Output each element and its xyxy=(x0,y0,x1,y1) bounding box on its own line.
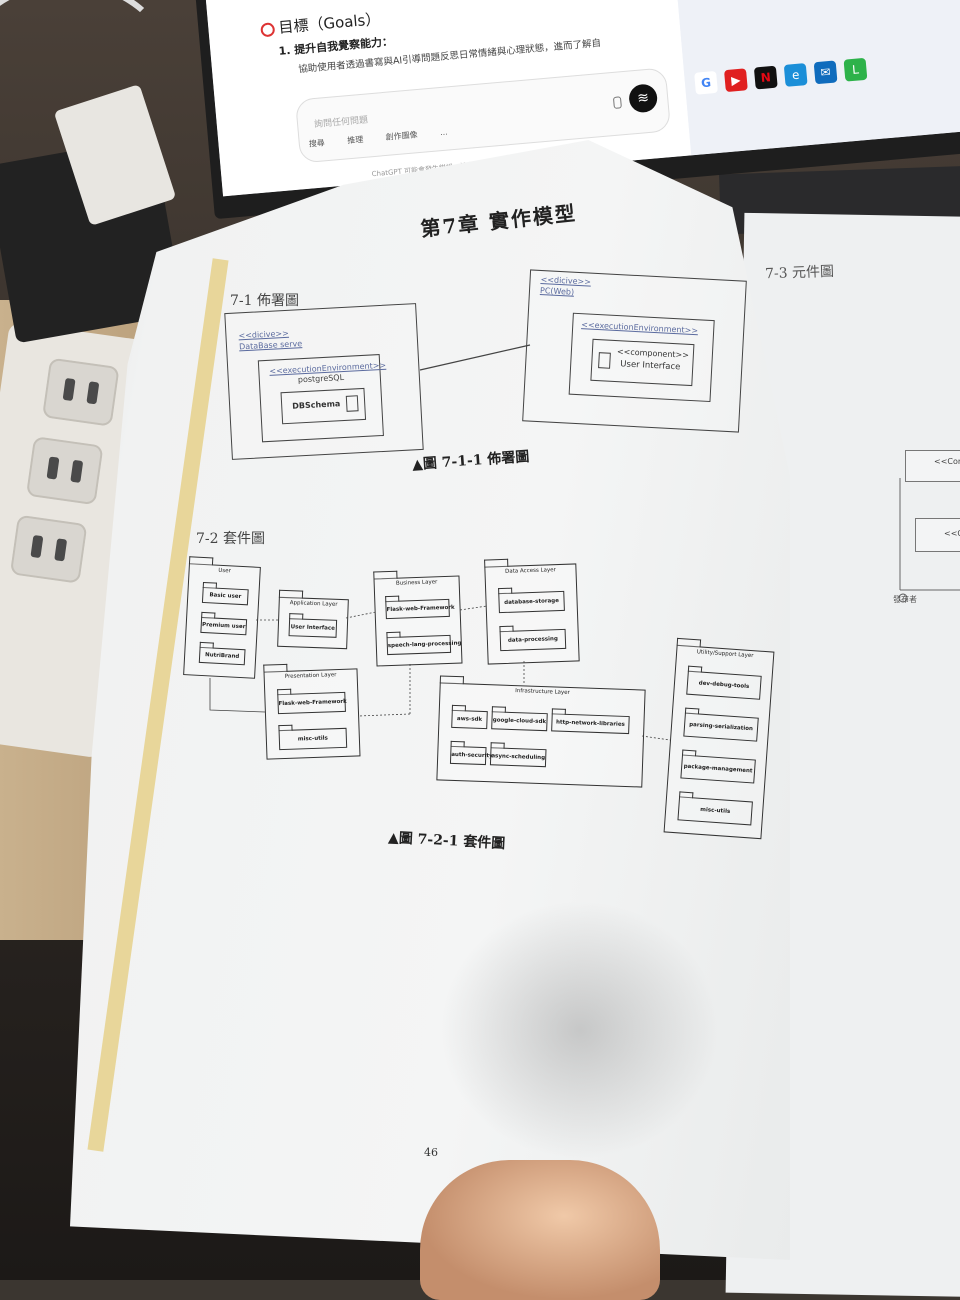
left-book-page xyxy=(70,140,790,1260)
component-box: <<Co xyxy=(915,518,960,552)
component-box: <<Comp xyxy=(905,450,960,482)
page-number: 46 xyxy=(424,1146,438,1159)
association-line xyxy=(209,678,266,713)
hand-thumb xyxy=(420,1160,660,1300)
section-7-2-title: 7-2 套件圖 xyxy=(196,531,265,547)
dependency-arrow xyxy=(641,735,671,741)
hand-shadow xyxy=(440,900,720,1160)
dependency-arrow xyxy=(459,605,488,611)
component-box-label: <<Comp xyxy=(934,457,960,466)
dependency-arrow xyxy=(345,611,377,619)
dependency-arrow xyxy=(357,713,411,717)
section-7-1-title: 7-1 佈署圖 xyxy=(230,293,299,309)
component-box-label: <<Co xyxy=(944,529,960,538)
actor-icon xyxy=(898,593,908,603)
deployment-link xyxy=(419,344,531,371)
actor-label: 發布者 xyxy=(893,595,917,604)
